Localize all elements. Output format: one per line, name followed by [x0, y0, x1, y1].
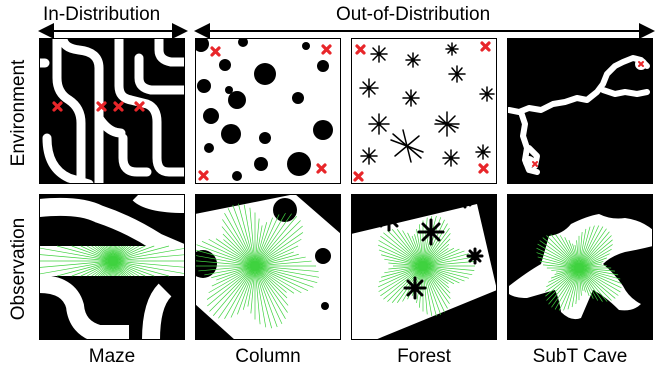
- column-label-forest: Forest: [397, 346, 451, 367]
- column-label-maze: Maze: [88, 346, 136, 367]
- in-distribution-header: In-Distribution: [43, 4, 161, 25]
- out-of-distribution-header: Out-of-Distribution: [336, 4, 491, 25]
- header-arrows: [38, 23, 655, 39]
- forest-environment-panel: [351, 38, 497, 184]
- subt-cave-environment-panel: [507, 38, 653, 184]
- column-label-column: Column: [235, 346, 301, 367]
- subt-cave-lidar-rays: [536, 225, 622, 311]
- row-label-observation: Observation: [8, 217, 29, 321]
- column-lidar-rays: [195, 203, 320, 329]
- column-observation-panel: [195, 194, 341, 340]
- maze-lidar-rays: [39, 245, 185, 277]
- maze-observation-panel: [39, 194, 185, 340]
- column-environment-panel: [195, 38, 341, 184]
- forest-observation-panel: [351, 194, 497, 340]
- maze-environment-panel: [39, 38, 185, 184]
- subt-cave-observation-panel: [507, 194, 653, 340]
- row-label-environment: Environment: [8, 59, 29, 167]
- column-label-subt-cave: SubT Cave: [532, 346, 628, 367]
